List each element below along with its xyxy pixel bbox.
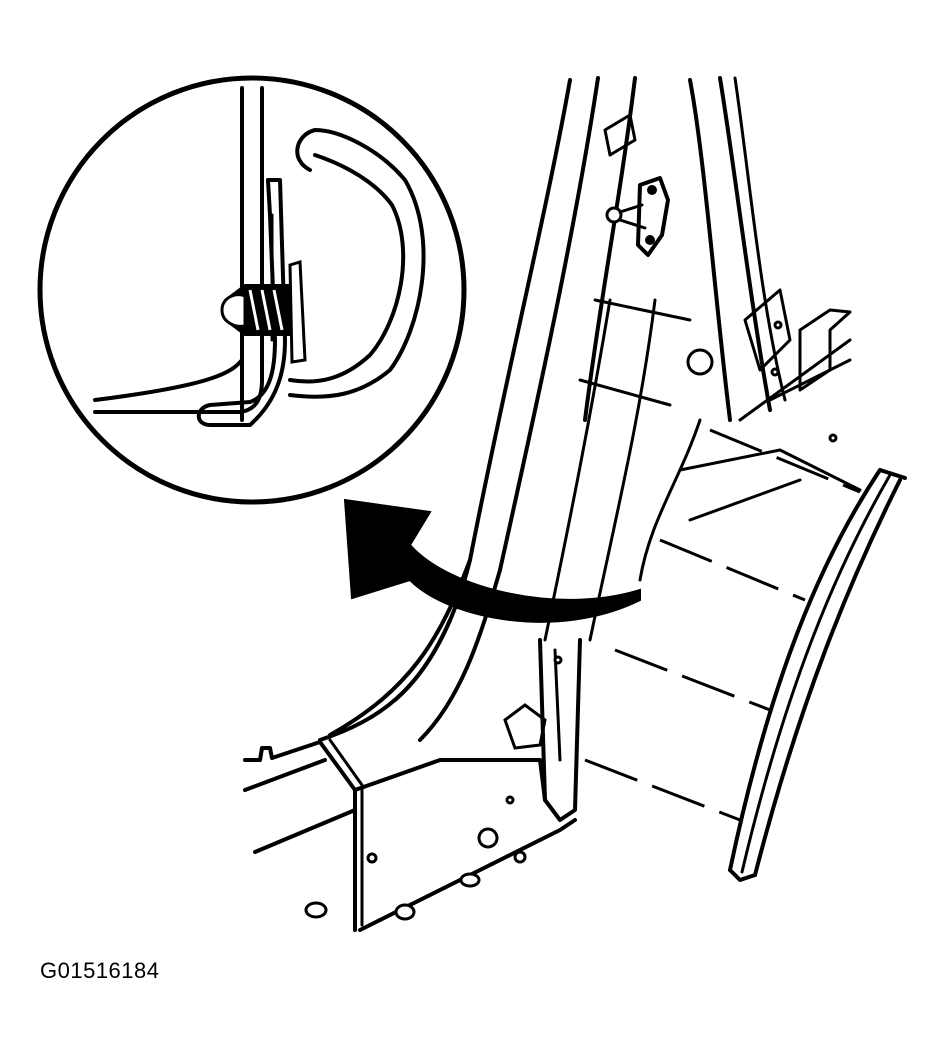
pillar-channel-2	[588, 298, 657, 642]
rocker-hole-5	[553, 655, 563, 665]
rocker-panel	[243, 638, 582, 932]
alignment-line-3	[614, 648, 771, 712]
wheelhouse-line-1	[678, 448, 862, 492]
molding-front-edge	[728, 468, 882, 872]
bracket-hole-3	[828, 433, 838, 443]
pillar-outer-edge-2	[498, 76, 600, 572]
striker-plate	[636, 176, 670, 257]
curved-arrow-icon	[343, 498, 641, 623]
alignment-line-4	[584, 758, 741, 822]
striker-screw-2	[645, 235, 655, 245]
rocker-rear-upright	[538, 638, 582, 822]
molding-bottom-cap	[728, 868, 757, 882]
rocker-hole-3	[366, 852, 378, 864]
pillar-rib-2	[593, 298, 692, 322]
rocker-slot	[304, 901, 328, 919]
alignment-line-1	[709, 428, 861, 494]
rocker-hole-2	[513, 850, 527, 864]
callout-arrow	[343, 498, 641, 623]
pillar-rib-1	[578, 378, 672, 407]
detail-flange-lower	[93, 378, 264, 414]
striker-bracket	[603, 113, 637, 157]
detail-flange-upper	[93, 358, 244, 402]
rocker-flange	[398, 873, 472, 912]
wheelhouse-inner-edge	[638, 418, 702, 582]
detail-clip-tip	[220, 293, 247, 328]
rocker-hole-1	[477, 827, 499, 849]
detail-molding-channel	[196, 178, 287, 427]
striker-bolt	[618, 203, 647, 230]
rocker-upper-panel	[353, 758, 547, 802]
striker-screw-1	[647, 185, 657, 195]
rear-bracket-lines	[738, 338, 852, 422]
rocker-slot-2	[394, 903, 416, 921]
detail-magnifier	[37, 75, 467, 505]
pillar-channel-1	[543, 298, 612, 642]
pillar-grommet	[686, 348, 714, 376]
molding-center-line	[740, 473, 892, 874]
rocker-slot-3	[459, 872, 481, 888]
pillar-rear-edge	[688, 78, 732, 422]
detail-molding-outer	[288, 128, 426, 399]
striker-bolt-head	[605, 206, 623, 224]
rear-bracket-2	[798, 308, 852, 392]
rear-bracket	[743, 288, 792, 372]
detail-clip-head	[288, 260, 307, 364]
rocker-tab	[503, 703, 547, 750]
rocker-top-edge	[243, 740, 322, 762]
detail-molding-outer-inner	[288, 153, 406, 384]
pillar-inner-edge	[583, 76, 637, 422]
wheel-opening-panel	[584, 428, 907, 882]
pillar-rear-edge-2	[718, 76, 772, 412]
rocker-hole-4	[505, 795, 515, 805]
rocker-seam-2	[328, 738, 364, 927]
molding-top-cap	[878, 468, 907, 480]
figure-id-label: G01516184	[40, 958, 160, 983]
rocker-line-1	[243, 758, 327, 792]
pillar-lower-curve-2	[318, 618, 452, 742]
wheelhouse-line-2	[688, 478, 802, 522]
detail-clip-ridges	[248, 289, 284, 331]
bracket-hole-2	[770, 367, 780, 377]
rocker-rear-line	[553, 648, 562, 762]
molding-rear-edge	[753, 478, 902, 877]
bracket-hole-1	[773, 320, 783, 330]
alignment-line-2	[659, 538, 806, 602]
pillar-assembly	[318, 76, 862, 742]
pillar-rear-edge-3	[733, 76, 787, 402]
rocker-line-2	[253, 808, 357, 854]
